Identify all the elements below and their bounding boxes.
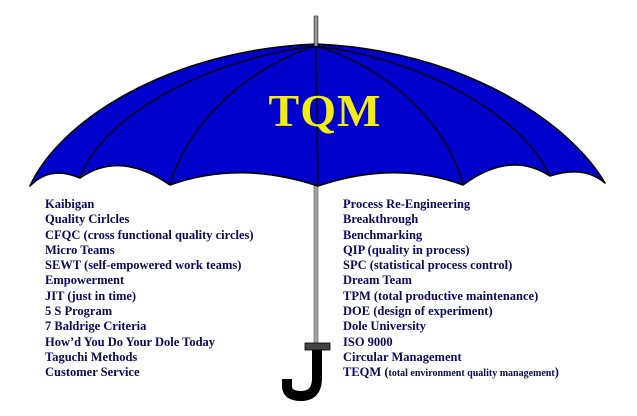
list-item: TPM (total productive maintenance)	[343, 288, 539, 303]
umbrella-tip	[314, 15, 318, 47]
list-item: Circular Management	[343, 349, 462, 364]
list-item: How’d You Do Your Dole Today	[45, 334, 216, 349]
list-item: Dream Team	[343, 273, 412, 288]
list-item-teqm: TEQM (total environment quality manageme…	[343, 365, 559, 380]
canopy-rib-far-left	[79, 45, 317, 179]
list-item: CFQC (cross functional quality circles)	[45, 227, 254, 242]
list-item: 5 S Program	[45, 304, 113, 319]
handle-collar	[304, 342, 331, 351]
canopy-rib-right	[315, 45, 464, 186]
list-item: Breakthrough	[343, 212, 419, 227]
list-item: Benchmarking	[343, 227, 423, 242]
list-item: Micro Teams	[45, 242, 115, 257]
list-item: SEWT (self-empowered work teams)	[45, 258, 242, 273]
list-item: 7 Baldrige Criteria	[45, 319, 147, 334]
list-item: Dole University	[343, 319, 426, 334]
canopy-rib-far-right	[315, 45, 551, 177]
canopy-rib-left	[169, 45, 317, 186]
list-item: SPC (statistical process control)	[343, 258, 513, 273]
list-item: JIT (just in time)	[45, 288, 137, 303]
list-item: Process Re-Engineering	[343, 197, 471, 211]
list-item: Customer Service	[45, 365, 140, 380]
canopy-rib-center	[315, 45, 319, 187]
list-item: Empowerment	[45, 273, 125, 288]
umbrella-handle	[282, 350, 322, 402]
list-item: Quality Cirlcles	[45, 212, 130, 227]
list-item: Taguchi Methods	[45, 349, 138, 364]
list-item: QIP (quality in process)	[343, 242, 470, 257]
tqm-title: TQM	[268, 85, 382, 136]
list-item: Kaibigan	[45, 197, 95, 211]
list-item: ISO 9000	[343, 334, 393, 349]
list-item: DOE (design of experiment)	[343, 304, 493, 319]
